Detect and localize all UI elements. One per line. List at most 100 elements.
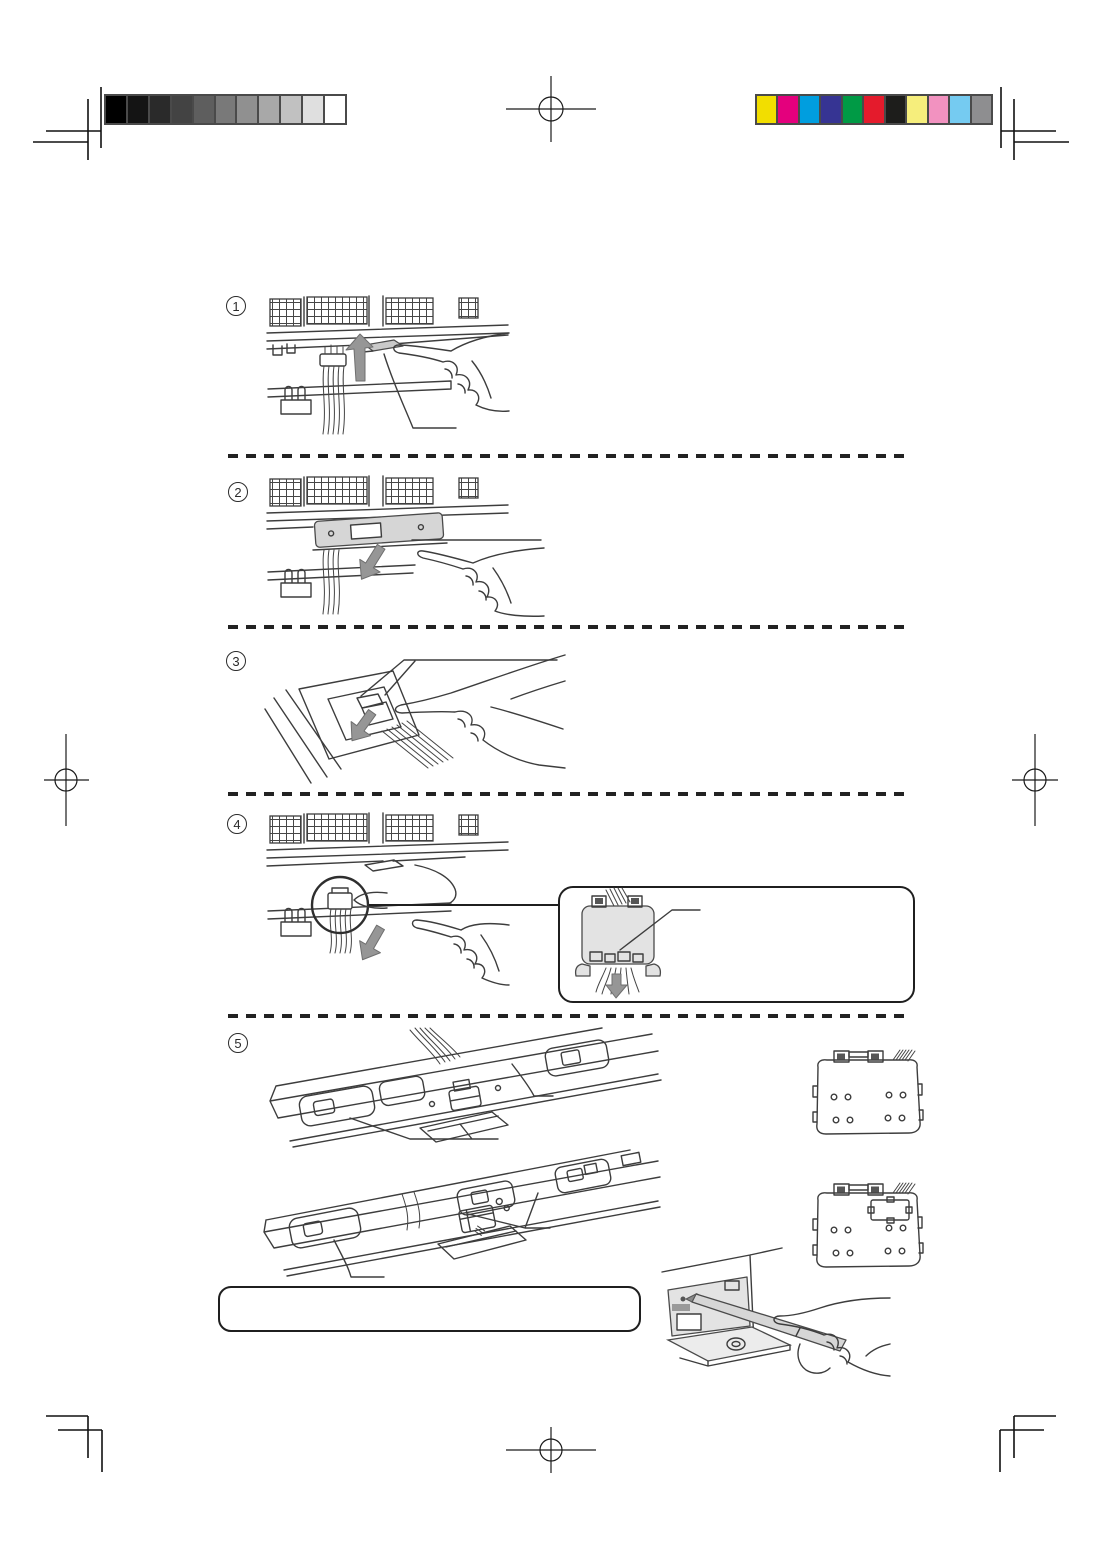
connector-socket [867, 1196, 913, 1224]
lamp-module [313, 512, 445, 548]
unit-body [816, 1059, 921, 1135]
chassis-rail [267, 380, 452, 398]
connector-bay [620, 1151, 642, 1167]
info-label [676, 1313, 702, 1331]
color-swatch [928, 96, 949, 123]
cable-loom [409, 1027, 461, 1065]
cable-bracket [280, 385, 312, 415]
mounting-tray [437, 1225, 527, 1260]
illustration-step3-release-connector [264, 654, 566, 784]
grayscale-calibration-bar [104, 94, 347, 125]
color-swatch [950, 96, 970, 123]
panel-lines [401, 1191, 421, 1231]
leader-line [619, 909, 701, 951]
color-swatch [885, 96, 906, 123]
connector-wires [329, 908, 352, 954]
connector-clips [591, 895, 643, 908]
latch-tab [364, 339, 404, 352]
vent-grilles [269, 475, 479, 507]
screw-holes [830, 1091, 907, 1124]
step-number-2: 2 [228, 482, 248, 502]
cable-bracket [280, 907, 312, 937]
up-arrow [345, 333, 374, 382]
side-tabs [812, 1083, 924, 1123]
reset-button [680, 1296, 686, 1302]
leader-line [467, 1192, 551, 1229]
hand [773, 1297, 891, 1377]
grayscale-swatch [127, 96, 148, 123]
illustration-step5-strip-lower [263, 1149, 661, 1278]
connector-bay [378, 1075, 426, 1107]
illustration-step1-lift-latch [266, 295, 510, 435]
grayscale-swatch [171, 96, 192, 123]
leader-line [383, 353, 457, 429]
latch-tab [364, 859, 404, 872]
magnifier-circle [310, 875, 370, 935]
connector-bay [554, 1158, 612, 1194]
registration-mark-right [1012, 734, 1058, 826]
leader-line [349, 1117, 499, 1140]
wire-hatching [605, 887, 631, 907]
top-clips [833, 1183, 884, 1196]
color-swatch [757, 96, 777, 123]
fingertip [353, 891, 388, 909]
hand [393, 332, 510, 412]
down-left-arrow [359, 543, 386, 580]
illustration-pen-press-button [661, 1247, 891, 1377]
connector-bay [544, 1039, 610, 1077]
wire-connector [448, 1078, 482, 1112]
ribbon-cable [381, 720, 454, 769]
grayscale-swatch [259, 96, 280, 123]
grayscale-swatch [215, 96, 236, 123]
chassis-rail [267, 564, 416, 581]
side-tabs [812, 1216, 924, 1256]
color-swatch [821, 96, 841, 123]
step4-callout-box [558, 886, 915, 1003]
connector-body [327, 892, 353, 910]
connector-detail-diagram [574, 887, 701, 999]
mounting-tray [419, 1111, 509, 1143]
vent-grilles [269, 812, 479, 844]
grayscale-swatch [237, 96, 258, 123]
trim-mark-bottom-left [46, 1415, 103, 1472]
leader-line [333, 1239, 385, 1278]
chassis-beam [266, 324, 509, 350]
grayscale-swatch [303, 96, 324, 123]
connector-bay [288, 1207, 362, 1249]
color-swatch [907, 96, 927, 123]
wavy-cable [414, 864, 457, 906]
wire-connector [458, 1197, 510, 1236]
hand [417, 547, 545, 617]
hand [394, 654, 566, 769]
illustration-step4-pull-connector [266, 812, 510, 986]
cabinet-edge [264, 689, 342, 784]
trim-mark-bottom-right [999, 1415, 1056, 1472]
top-clips [833, 1050, 884, 1063]
connector-bay [298, 1085, 376, 1127]
grayscale-swatch [193, 96, 214, 123]
chassis-beam [266, 841, 509, 867]
stylus-pen [684, 1292, 847, 1352]
color-swatch [778, 96, 798, 123]
down-left-arrow [359, 924, 385, 961]
illustration-step5-strip-upper [269, 1027, 662, 1148]
step-number-5: 5 [228, 1033, 248, 1053]
connector-bay [456, 1180, 516, 1216]
screw-holes [830, 1224, 907, 1257]
grayscale-swatch [325, 96, 345, 123]
registration-mark-left [44, 734, 89, 826]
grayscale-swatch [106, 96, 126, 123]
down-arrow [605, 973, 628, 999]
lamp-door-frame [298, 670, 420, 760]
connector-housing [581, 905, 655, 965]
leader-line [360, 659, 558, 697]
hand [411, 919, 510, 986]
leader-line [511, 1063, 554, 1097]
step-number-4: 4 [227, 814, 247, 834]
connector-latch-detail [574, 951, 662, 977]
part-diagram-lamp-unit [812, 1049, 924, 1135]
part-diagram-lamp-unit-with-connector [812, 1182, 924, 1268]
label-plate [724, 1280, 740, 1291]
